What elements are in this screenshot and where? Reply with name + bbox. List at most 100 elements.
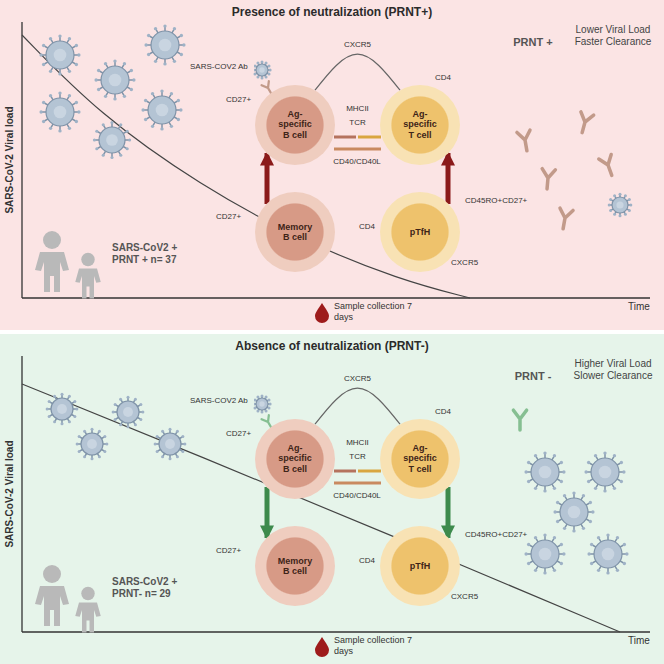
- spike-tip: [623, 562, 626, 565]
- cell-name: Memory B cell: [275, 222, 315, 243]
- child-body: [75, 603, 101, 633]
- cohort-label: SARS-CoV2 + PRNT- n= 29: [112, 576, 184, 600]
- outcome-label: PRNT +: [506, 36, 560, 49]
- virus-core: [87, 439, 97, 449]
- change-arrow: [446, 153, 451, 204]
- spike-tip: [173, 60, 176, 63]
- panel-background: [0, 334, 664, 664]
- spike-tip: [49, 37, 52, 40]
- spike-tip: [141, 108, 144, 111]
- blood-drop: [315, 303, 329, 323]
- antibody-label: SARS-COV2 Ab: [190, 62, 254, 72]
- spike-tip: [603, 451, 606, 454]
- child-head: [43, 565, 61, 583]
- spike-tip: [53, 395, 56, 398]
- spike-tip: [114, 403, 117, 406]
- virus-body: [531, 540, 559, 568]
- spike-tip: [265, 61, 268, 64]
- spike-tip: [151, 125, 154, 128]
- spike-tip: [156, 435, 159, 438]
- spike-tip: [572, 491, 575, 494]
- spike-tip: [256, 395, 259, 398]
- virus-core: [602, 548, 615, 561]
- antibody-label: SARS-COV2 Ab: [190, 396, 254, 406]
- spike-tip: [126, 147, 129, 150]
- spike-tip: [553, 569, 556, 572]
- spike-tip: [119, 423, 122, 426]
- spike-tip: [170, 125, 173, 128]
- spike-tip: [619, 193, 622, 196]
- spike-tip: [594, 454, 597, 457]
- spike-tip: [625, 552, 628, 555]
- spike-tip: [139, 418, 142, 421]
- spike-tip: [587, 480, 590, 483]
- spike-tip: [102, 154, 105, 157]
- viral-load-curve: [22, 35, 470, 298]
- spike-tip: [543, 451, 546, 454]
- t-cell: CD4Ag-specific T cell: [380, 85, 460, 165]
- spike-tip: [83, 430, 86, 433]
- spike-tip: [553, 487, 556, 490]
- spike-tip: [534, 487, 537, 490]
- spike-tip: [527, 480, 530, 483]
- antibody-icon: [517, 130, 533, 152]
- child-head: [81, 253, 95, 267]
- spike-tip: [39, 53, 42, 56]
- spike-tip: [177, 99, 180, 102]
- spike-tip: [110, 121, 113, 124]
- spike-tip: [624, 194, 627, 197]
- virus-core: [568, 506, 581, 519]
- axis-title: SARS-CoV-2 Viral load: [4, 424, 16, 564]
- antibody-icon: [540, 169, 555, 190]
- spike-tip: [42, 120, 45, 123]
- spike-tip: [119, 398, 122, 401]
- spike-tip: [173, 27, 176, 30]
- change-arrow: [446, 487, 451, 538]
- spike-tip: [587, 552, 590, 555]
- spike-tip: [553, 510, 556, 513]
- spike-tip: [58, 91, 61, 94]
- receptor-label: MHCII: [335, 438, 380, 448]
- sampling-note: Sample collection 7 days: [334, 635, 420, 657]
- spike-tip: [253, 73, 256, 76]
- spike-tip: [620, 480, 623, 483]
- spike-tip: [256, 61, 259, 64]
- spike-tip: [78, 450, 81, 453]
- receptor-label: CD40/CD40L: [322, 491, 392, 501]
- panel-title: Absence of neutralization (PRNT-): [0, 339, 664, 353]
- marker-label: CD27+: [215, 212, 242, 222]
- spike-tip: [527, 562, 530, 565]
- spike-tip: [161, 455, 164, 458]
- spike-tip: [543, 489, 546, 492]
- receptor-label: TCR: [335, 452, 380, 462]
- spike-tip: [176, 455, 179, 458]
- spike-tip: [527, 461, 530, 464]
- virus-icon: [112, 396, 145, 429]
- spike-tip: [265, 76, 268, 79]
- spike-tip: [534, 536, 537, 539]
- spike-tip: [527, 543, 530, 546]
- spike-tip: [97, 69, 100, 72]
- spike-tip: [46, 408, 49, 411]
- spike-tip: [584, 470, 587, 473]
- virus-core: [106, 134, 118, 146]
- child-body: [35, 252, 69, 292]
- spike-tip: [179, 108, 182, 111]
- tcr-receptor: [358, 136, 381, 139]
- spike-tip: [151, 92, 154, 95]
- spike-tip: [127, 425, 130, 428]
- spike-tip: [42, 44, 45, 47]
- b-cell: CD27+Ag-specific B cell: [255, 85, 335, 165]
- edge-label: CXCR5: [343, 40, 372, 49]
- virus-icon: [39, 91, 80, 132]
- tfh-cell: CD45RO+CD27+CD4pTfHCXCR5: [380, 192, 460, 272]
- spike-tip: [556, 501, 559, 504]
- spike-tip: [256, 76, 259, 79]
- spike-tip: [524, 470, 527, 473]
- spike-tip: [261, 411, 264, 414]
- marker-label: CD4: [434, 73, 452, 83]
- spike-tip: [613, 454, 616, 457]
- spike-tip: [613, 487, 616, 490]
- spike-tip: [534, 569, 537, 572]
